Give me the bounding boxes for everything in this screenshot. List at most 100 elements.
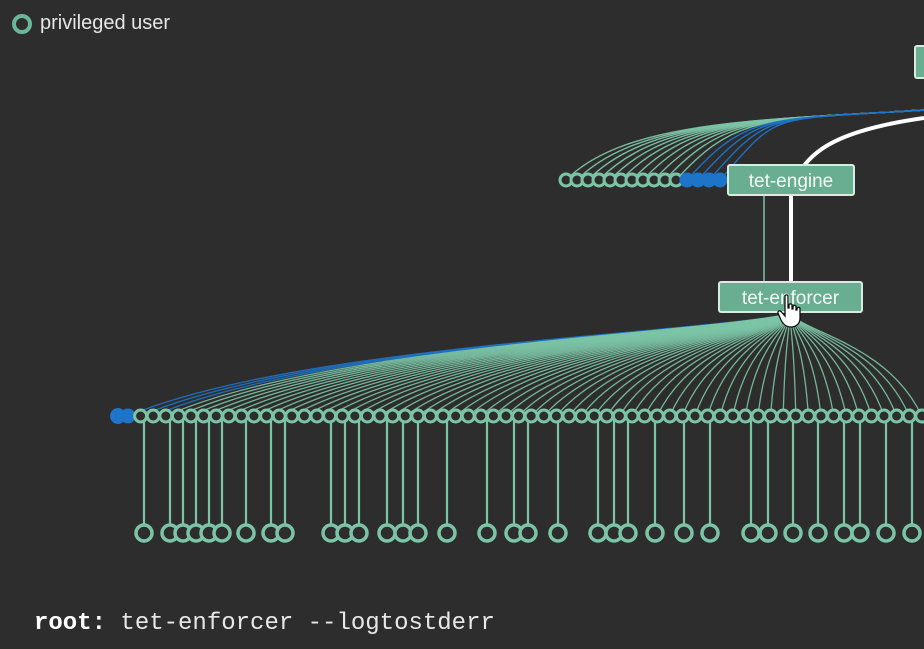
child-node: [548, 408, 564, 424]
tree-edges: [763, 116, 924, 282]
child-node: [800, 408, 816, 424]
child-node: [334, 408, 350, 424]
leaf-node: [741, 523, 761, 543]
child-node: [435, 408, 451, 424]
selected-child-node: [110, 408, 126, 424]
child-node: [662, 408, 678, 424]
leaf-node: [212, 523, 232, 543]
child-node: [158, 408, 174, 424]
child-node-row: [110, 172, 924, 424]
leaf-node: [477, 523, 497, 543]
child-node: [284, 408, 300, 424]
child-node: [246, 408, 262, 424]
child-node: [649, 408, 665, 424]
command-user: root:: [34, 610, 107, 637]
child-node: [259, 408, 275, 424]
child-node: [511, 408, 527, 424]
child-node: [763, 408, 779, 424]
child-node: [133, 408, 149, 424]
child-node: [372, 408, 388, 424]
leaf-node: [408, 523, 428, 543]
child-node: [498, 408, 514, 424]
child-node: [901, 408, 917, 424]
child-node: [296, 408, 312, 424]
command-text: tet-enforcer --logtostderr: [120, 610, 495, 637]
leaf-node: [518, 523, 538, 543]
child-node: [914, 408, 924, 424]
child-node: [700, 408, 716, 424]
leaf-node: [876, 523, 896, 543]
child-node: [674, 408, 690, 424]
child-node: [889, 408, 905, 424]
child-node: [196, 408, 212, 424]
leaf-node: [758, 523, 778, 543]
leaf-node: [377, 523, 397, 543]
child-node: [485, 408, 501, 424]
child-node: [599, 408, 615, 424]
child-node: [813, 408, 829, 424]
child-node: [574, 408, 590, 424]
child-node: [233, 408, 249, 424]
child-node: [712, 172, 728, 188]
leaf-node: [437, 523, 457, 543]
child-node: [221, 408, 237, 424]
leaf-node: [850, 523, 870, 543]
fan-edge: [719, 109, 924, 181]
child-node: [687, 408, 703, 424]
child-node: [473, 408, 489, 424]
process-node-tet-enforcer[interactable]: tet-enforcer: [718, 281, 863, 313]
child-node: [523, 408, 539, 424]
engine-child-fan: [565, 109, 924, 181]
child-node: [322, 408, 338, 424]
process-node-tet-engine[interactable]: tet-engine: [727, 164, 855, 196]
child-node: [448, 408, 464, 424]
leaf-node: [275, 523, 295, 543]
leaf-node: [645, 523, 665, 543]
child-node: [170, 408, 186, 424]
child-node: [359, 408, 375, 424]
child-node: [863, 408, 879, 424]
child-node: [271, 408, 287, 424]
parent-process-node[interactable]: [914, 45, 924, 79]
child-node: [385, 408, 401, 424]
leaf-node: [548, 523, 568, 543]
leaf-node: [236, 523, 256, 543]
leaf-node: [902, 523, 922, 543]
child-node: [826, 408, 842, 424]
child-node: [725, 408, 741, 424]
command-line: root: tet-enforcer --logtostderr: [34, 610, 495, 637]
ring-icon: [12, 13, 32, 34]
leaf-node: [808, 523, 828, 543]
legend: privileged user: [12, 12, 170, 35]
child-node: [536, 408, 552, 424]
child-node: [838, 408, 854, 424]
child-node: [309, 408, 325, 424]
leaf-node: [588, 523, 608, 543]
child-node: [775, 408, 791, 424]
child-node: [410, 408, 426, 424]
leaf-node: [618, 523, 638, 543]
child-node: [611, 408, 627, 424]
child-node: [347, 408, 363, 424]
child-node: [422, 408, 438, 424]
child-node: [586, 408, 602, 424]
leaf-node: [783, 523, 803, 543]
leaf-node: [349, 523, 369, 543]
child-node: [788, 408, 804, 424]
child-node: [737, 408, 753, 424]
child-node: [851, 408, 867, 424]
child-node: [145, 408, 161, 424]
child-node: [208, 408, 224, 424]
child-node: [750, 408, 766, 424]
child-node: [624, 408, 640, 424]
child-node: [460, 408, 476, 424]
fan-edge: [789, 313, 797, 417]
child-node: [876, 408, 892, 424]
leaf-node-row: [134, 523, 922, 543]
child-node: [637, 408, 653, 424]
child-node: [397, 408, 413, 424]
enforcer-child-fan: [127, 313, 923, 417]
leaf-connectors: [142, 416, 914, 532]
